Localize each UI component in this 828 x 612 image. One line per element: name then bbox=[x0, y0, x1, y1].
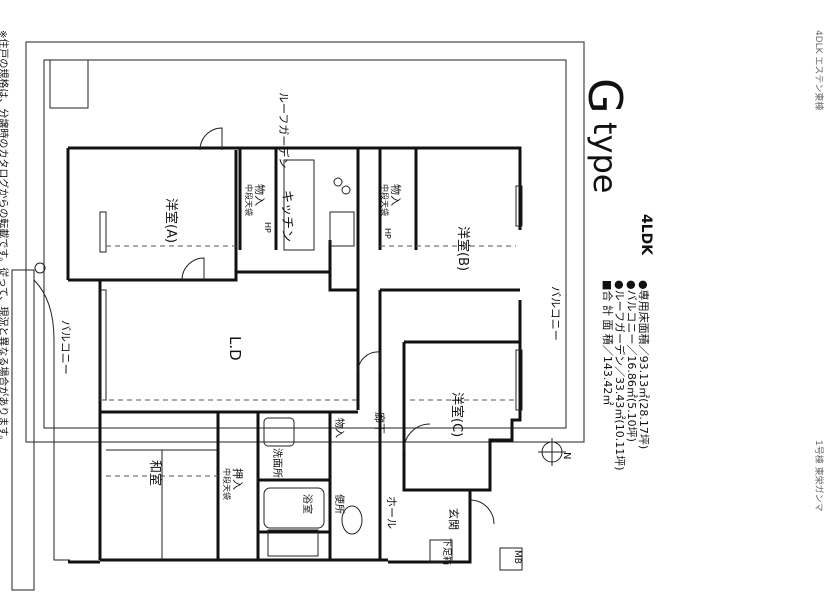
oshiire-label: 押入 bbox=[231, 468, 244, 490]
type-letter: G bbox=[578, 78, 632, 114]
western-a-label: 洋室(A) bbox=[163, 198, 178, 244]
ldk-label: L.D bbox=[226, 336, 244, 361]
door-ld bbox=[357, 351, 381, 373]
tatami-lines bbox=[106, 449, 218, 560]
closet-walls bbox=[238, 148, 418, 250]
interior-walls-bottom bbox=[216, 412, 332, 560]
interior-walls-top bbox=[100, 148, 360, 414]
stove-burner-1 bbox=[333, 177, 343, 187]
hall-label: ホール bbox=[385, 496, 398, 529]
storage-ceiling-label-3: 中段天袋 bbox=[222, 468, 231, 500]
roof-garden-inner bbox=[43, 59, 567, 429]
toilet-bowl bbox=[341, 505, 363, 535]
window-right-mid bbox=[515, 349, 523, 411]
bathtub bbox=[263, 487, 325, 529]
layout-label: 4LDK bbox=[638, 214, 654, 256]
mb-box bbox=[499, 547, 523, 571]
door-roof bbox=[199, 127, 223, 151]
hp-label-2: HP bbox=[383, 228, 392, 239]
mb-label: MB bbox=[512, 550, 522, 564]
kitchen-label: キッチン bbox=[279, 190, 294, 243]
kitchen-counter bbox=[283, 159, 315, 251]
shoe-box-label: 下足箱 bbox=[441, 538, 451, 566]
interior-walls-right bbox=[378, 288, 520, 560]
door-entrance bbox=[469, 499, 495, 525]
exterior-wall-left bbox=[66, 148, 388, 564]
left-balcony-rail bbox=[11, 269, 35, 591]
storage-top-left-label: 物入 bbox=[253, 184, 266, 206]
door-western-a bbox=[181, 257, 205, 281]
roof-garden-outline bbox=[25, 41, 585, 443]
western-b-label: 洋室(B) bbox=[455, 226, 470, 272]
north-arrow-cross bbox=[538, 438, 566, 466]
right-margin-top: 4DLK エステン東棟 bbox=[813, 30, 823, 111]
exterior-wall-right bbox=[68, 146, 522, 564]
entrance-label: 玄関 bbox=[447, 508, 460, 530]
hp-label-1: HP bbox=[263, 222, 272, 233]
storage-ceiling-label-2: 中段天袋 bbox=[380, 184, 389, 216]
washbasin bbox=[263, 417, 295, 447]
shoe-box bbox=[429, 539, 453, 563]
storage-ceiling-label-1: 中段天袋 bbox=[244, 184, 253, 216]
western-c-label: 洋室(C) bbox=[449, 392, 464, 438]
storage-top-right-label: 物入 bbox=[389, 184, 402, 206]
toilet-label: 便所 bbox=[333, 494, 344, 514]
balcony-right-label: バルコニー bbox=[549, 286, 562, 341]
left-balcony-edge bbox=[33, 279, 70, 561]
washroom-label: 洗面所 bbox=[271, 448, 282, 478]
fridge-space bbox=[329, 211, 355, 247]
left-margin-note: ※住戸の規格は、分譲時のカタログからの転載です。従って、現況と異なる場合がありま… bbox=[0, 30, 8, 446]
roof-garden-label: ルーフガーデン bbox=[277, 92, 290, 169]
window-right-top bbox=[515, 185, 523, 227]
storage-mid-label: 物入 bbox=[333, 418, 344, 438]
door-western-c bbox=[403, 423, 431, 451]
japanese-label: 和室 bbox=[147, 460, 162, 487]
area-total: ■合 計 面 積／143.42㎡ bbox=[601, 280, 614, 406]
balcony-left-label: バルコニー bbox=[59, 320, 72, 375]
north-label: N bbox=[561, 452, 572, 460]
ceiling-lines bbox=[100, 245, 516, 477]
type-word: type bbox=[586, 122, 624, 194]
right-margin-bottom: 1号棟 東栄ガンマ bbox=[813, 440, 823, 512]
stove-burner-2 bbox=[341, 185, 351, 195]
window-left bbox=[99, 211, 107, 253]
shower-area bbox=[267, 529, 319, 557]
corridor-label: 廊下 bbox=[373, 412, 386, 434]
left-balcony-post bbox=[34, 262, 46, 274]
roof-garden-post bbox=[49, 59, 89, 109]
bathroom-label: 浴室 bbox=[301, 494, 312, 514]
